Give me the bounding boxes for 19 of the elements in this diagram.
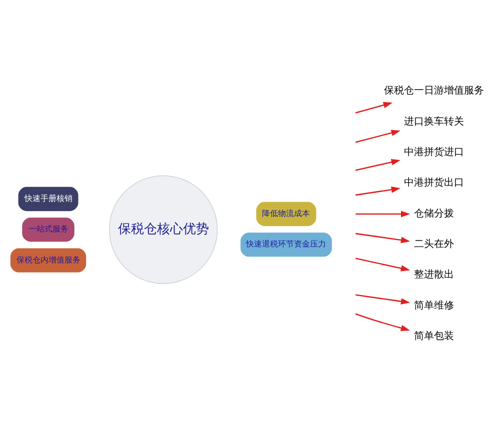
arrow [355, 102, 393, 114]
node-text: 简单维修 [414, 300, 454, 312]
arrow [355, 313, 410, 332]
node-text: 简单包装 [414, 330, 454, 342]
node-text: 二头在外 [414, 238, 454, 250]
node-text: 中港拼货出口 [404, 178, 464, 189]
arrow [355, 130, 400, 143]
node-text: 整进散出 [414, 270, 454, 281]
node-text: 仓储分拨 [414, 208, 454, 220]
arrow [355, 186, 400, 196]
node-text: 进口换车转关 [404, 116, 464, 128]
arrow [356, 210, 410, 218]
node-text: 保税仓一日游增值服务 [384, 86, 484, 97]
arrow [355, 258, 410, 272]
node-text: 中港拼货进口 [404, 146, 464, 158]
arrow [355, 159, 400, 171]
arrow [355, 232, 410, 244]
arrow [355, 294, 410, 305]
node-circle: 保税仓核心优势 [109, 175, 218, 284]
